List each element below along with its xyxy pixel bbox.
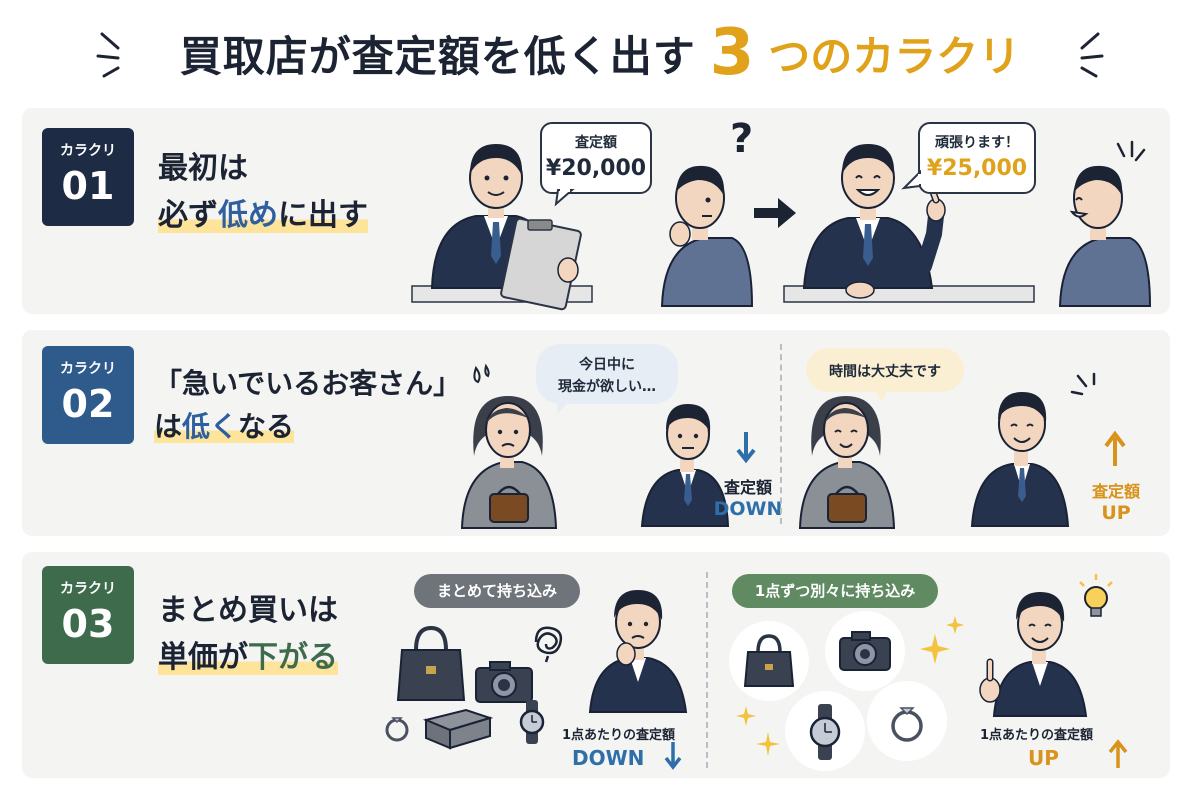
section-1-headline: 最初は 必ず低めに出す bbox=[158, 146, 368, 239]
arrow-down-icon bbox=[736, 432, 756, 464]
tag-label: 査定額 bbox=[723, 478, 772, 497]
badge-label: カラクリ bbox=[60, 581, 116, 597]
excitement-lines-icon bbox=[1116, 140, 1146, 162]
section-2-badge: カラクリ 02 bbox=[42, 346, 134, 444]
right-unit-up: UP bbox=[1028, 746, 1059, 770]
headline-line-2: は低くなる bbox=[154, 410, 295, 444]
appraiser-confident-icon bbox=[979, 592, 1088, 717]
bubble-value: ¥25,000 bbox=[926, 156, 1028, 181]
bubble-need-cash: 今日中に 現金が欲しい… bbox=[536, 344, 678, 404]
badge-number: 01 bbox=[61, 164, 115, 208]
headline-line-2: 必ず低めに出す bbox=[158, 197, 368, 233]
handbag-circle-icon bbox=[729, 621, 809, 701]
arrow-up-icon bbox=[1104, 430, 1126, 466]
right-unit-caption: 1点あたりの査定額 bbox=[980, 728, 1094, 743]
ring-circle-icon bbox=[867, 681, 947, 761]
section-3-headline: まとめ買いは 単価が下がる bbox=[158, 588, 338, 681]
appraiser-thinking-icon bbox=[588, 590, 688, 713]
section-3-badge: カラクリ 03 bbox=[42, 566, 134, 664]
sparkle-icon bbox=[920, 634, 950, 664]
appraiser-neutral-icon bbox=[640, 404, 730, 527]
pill-separate: 1点ずつ別々に持ち込み bbox=[732, 574, 938, 608]
customer-pondering-icon bbox=[660, 165, 754, 307]
section-3-divider bbox=[706, 572, 708, 768]
bubble-tail-icon bbox=[554, 188, 575, 207]
question-mark: ? bbox=[730, 116, 754, 162]
left-unit-down: DOWN bbox=[572, 746, 645, 770]
appraiser-pointing-icon bbox=[783, 144, 1035, 303]
bubble-label: 頑張ります！ bbox=[935, 135, 1019, 151]
customer-woman-calm-icon bbox=[798, 396, 896, 529]
section-2-down-tag: 査定額 DOWN bbox=[710, 474, 786, 520]
badge-label: カラクリ bbox=[60, 361, 116, 377]
left-unit-caption: 1点あたりの査定額 bbox=[562, 728, 676, 743]
headline-line-2: 単価が下がる bbox=[158, 639, 338, 675]
badge-label: カラクリ bbox=[60, 143, 116, 159]
page-title: 買取店が査定額を低く出す 3 つのカラクリ bbox=[0, 18, 1200, 88]
appraiser-smiling-icon bbox=[970, 392, 1070, 527]
customer-happy-icon bbox=[1058, 165, 1152, 307]
watch-icon bbox=[519, 700, 545, 744]
section-1-badge: カラクリ 01 bbox=[42, 128, 134, 226]
bubble-text: 時間は大丈夫です bbox=[829, 364, 941, 380]
bubble-tail-icon bbox=[872, 388, 888, 402]
tangled-cable-icon bbox=[534, 626, 563, 663]
camera-circle-icon bbox=[825, 611, 905, 691]
appraiser-with-clipboard-icon bbox=[411, 144, 593, 311]
title-burst-left-icon bbox=[96, 32, 120, 78]
tag-value: UP bbox=[1101, 502, 1131, 524]
box-icon bbox=[422, 708, 494, 750]
sparkle-icon bbox=[756, 732, 780, 756]
excitement-lines-icon bbox=[1070, 372, 1096, 396]
section-2-divider bbox=[780, 344, 782, 524]
watch-circle-icon bbox=[785, 691, 865, 771]
bubble-label: 査定額 bbox=[575, 135, 617, 151]
title-suffix: つのカラクリ bbox=[768, 31, 1021, 81]
pill-bundled: まとめて持ち込み bbox=[414, 574, 580, 608]
headline-line-1: 最初は bbox=[158, 151, 248, 186]
quote-bubble-20000: 査定額 ¥20,000 bbox=[540, 122, 652, 194]
bubble-tail-icon bbox=[901, 169, 922, 190]
bubble-line-1: 今日中に bbox=[579, 357, 635, 373]
lightbulb-icon bbox=[1079, 574, 1113, 617]
arrow-down-icon bbox=[664, 742, 682, 770]
headline-line-1: 「急いでいるお客さん」 bbox=[154, 367, 462, 400]
sparkle-icon bbox=[736, 706, 756, 726]
ring-icon bbox=[385, 717, 409, 742]
arrow-up-icon bbox=[1108, 739, 1128, 768]
title-number: 3 bbox=[709, 16, 755, 90]
headline-line-1: まとめ買いは bbox=[158, 593, 338, 628]
bubble-line-2: 現金が欲しい… bbox=[558, 379, 656, 395]
bubble-tail-icon bbox=[556, 400, 570, 414]
bubble-no-rush: 時間は大丈夫です bbox=[806, 348, 964, 392]
title-main: 買取店が査定額を低く出す bbox=[179, 31, 696, 81]
badge-number: 03 bbox=[61, 602, 115, 646]
tag-value: DOWN bbox=[713, 498, 783, 520]
section-2-up-tag: 査定額 UP bbox=[1078, 478, 1154, 524]
camera-icon bbox=[475, 661, 533, 703]
quote-bubble-25000: 頑張ります！ ¥25,000 bbox=[918, 122, 1036, 194]
bubble-value: ¥20,000 bbox=[545, 156, 647, 181]
handbag-icon bbox=[396, 625, 466, 701]
customer-woman-worried-icon bbox=[460, 396, 558, 529]
sparkle-icon bbox=[946, 616, 964, 634]
arrow-right-icon bbox=[754, 198, 796, 228]
tag-label: 査定額 bbox=[1091, 482, 1140, 501]
sweat-drops-icon bbox=[473, 363, 490, 384]
title-burst-right-icon bbox=[1080, 32, 1104, 78]
badge-number: 02 bbox=[61, 382, 115, 426]
section-2-headline: 「急いでいるお客さん」 は低くなる bbox=[154, 362, 461, 449]
